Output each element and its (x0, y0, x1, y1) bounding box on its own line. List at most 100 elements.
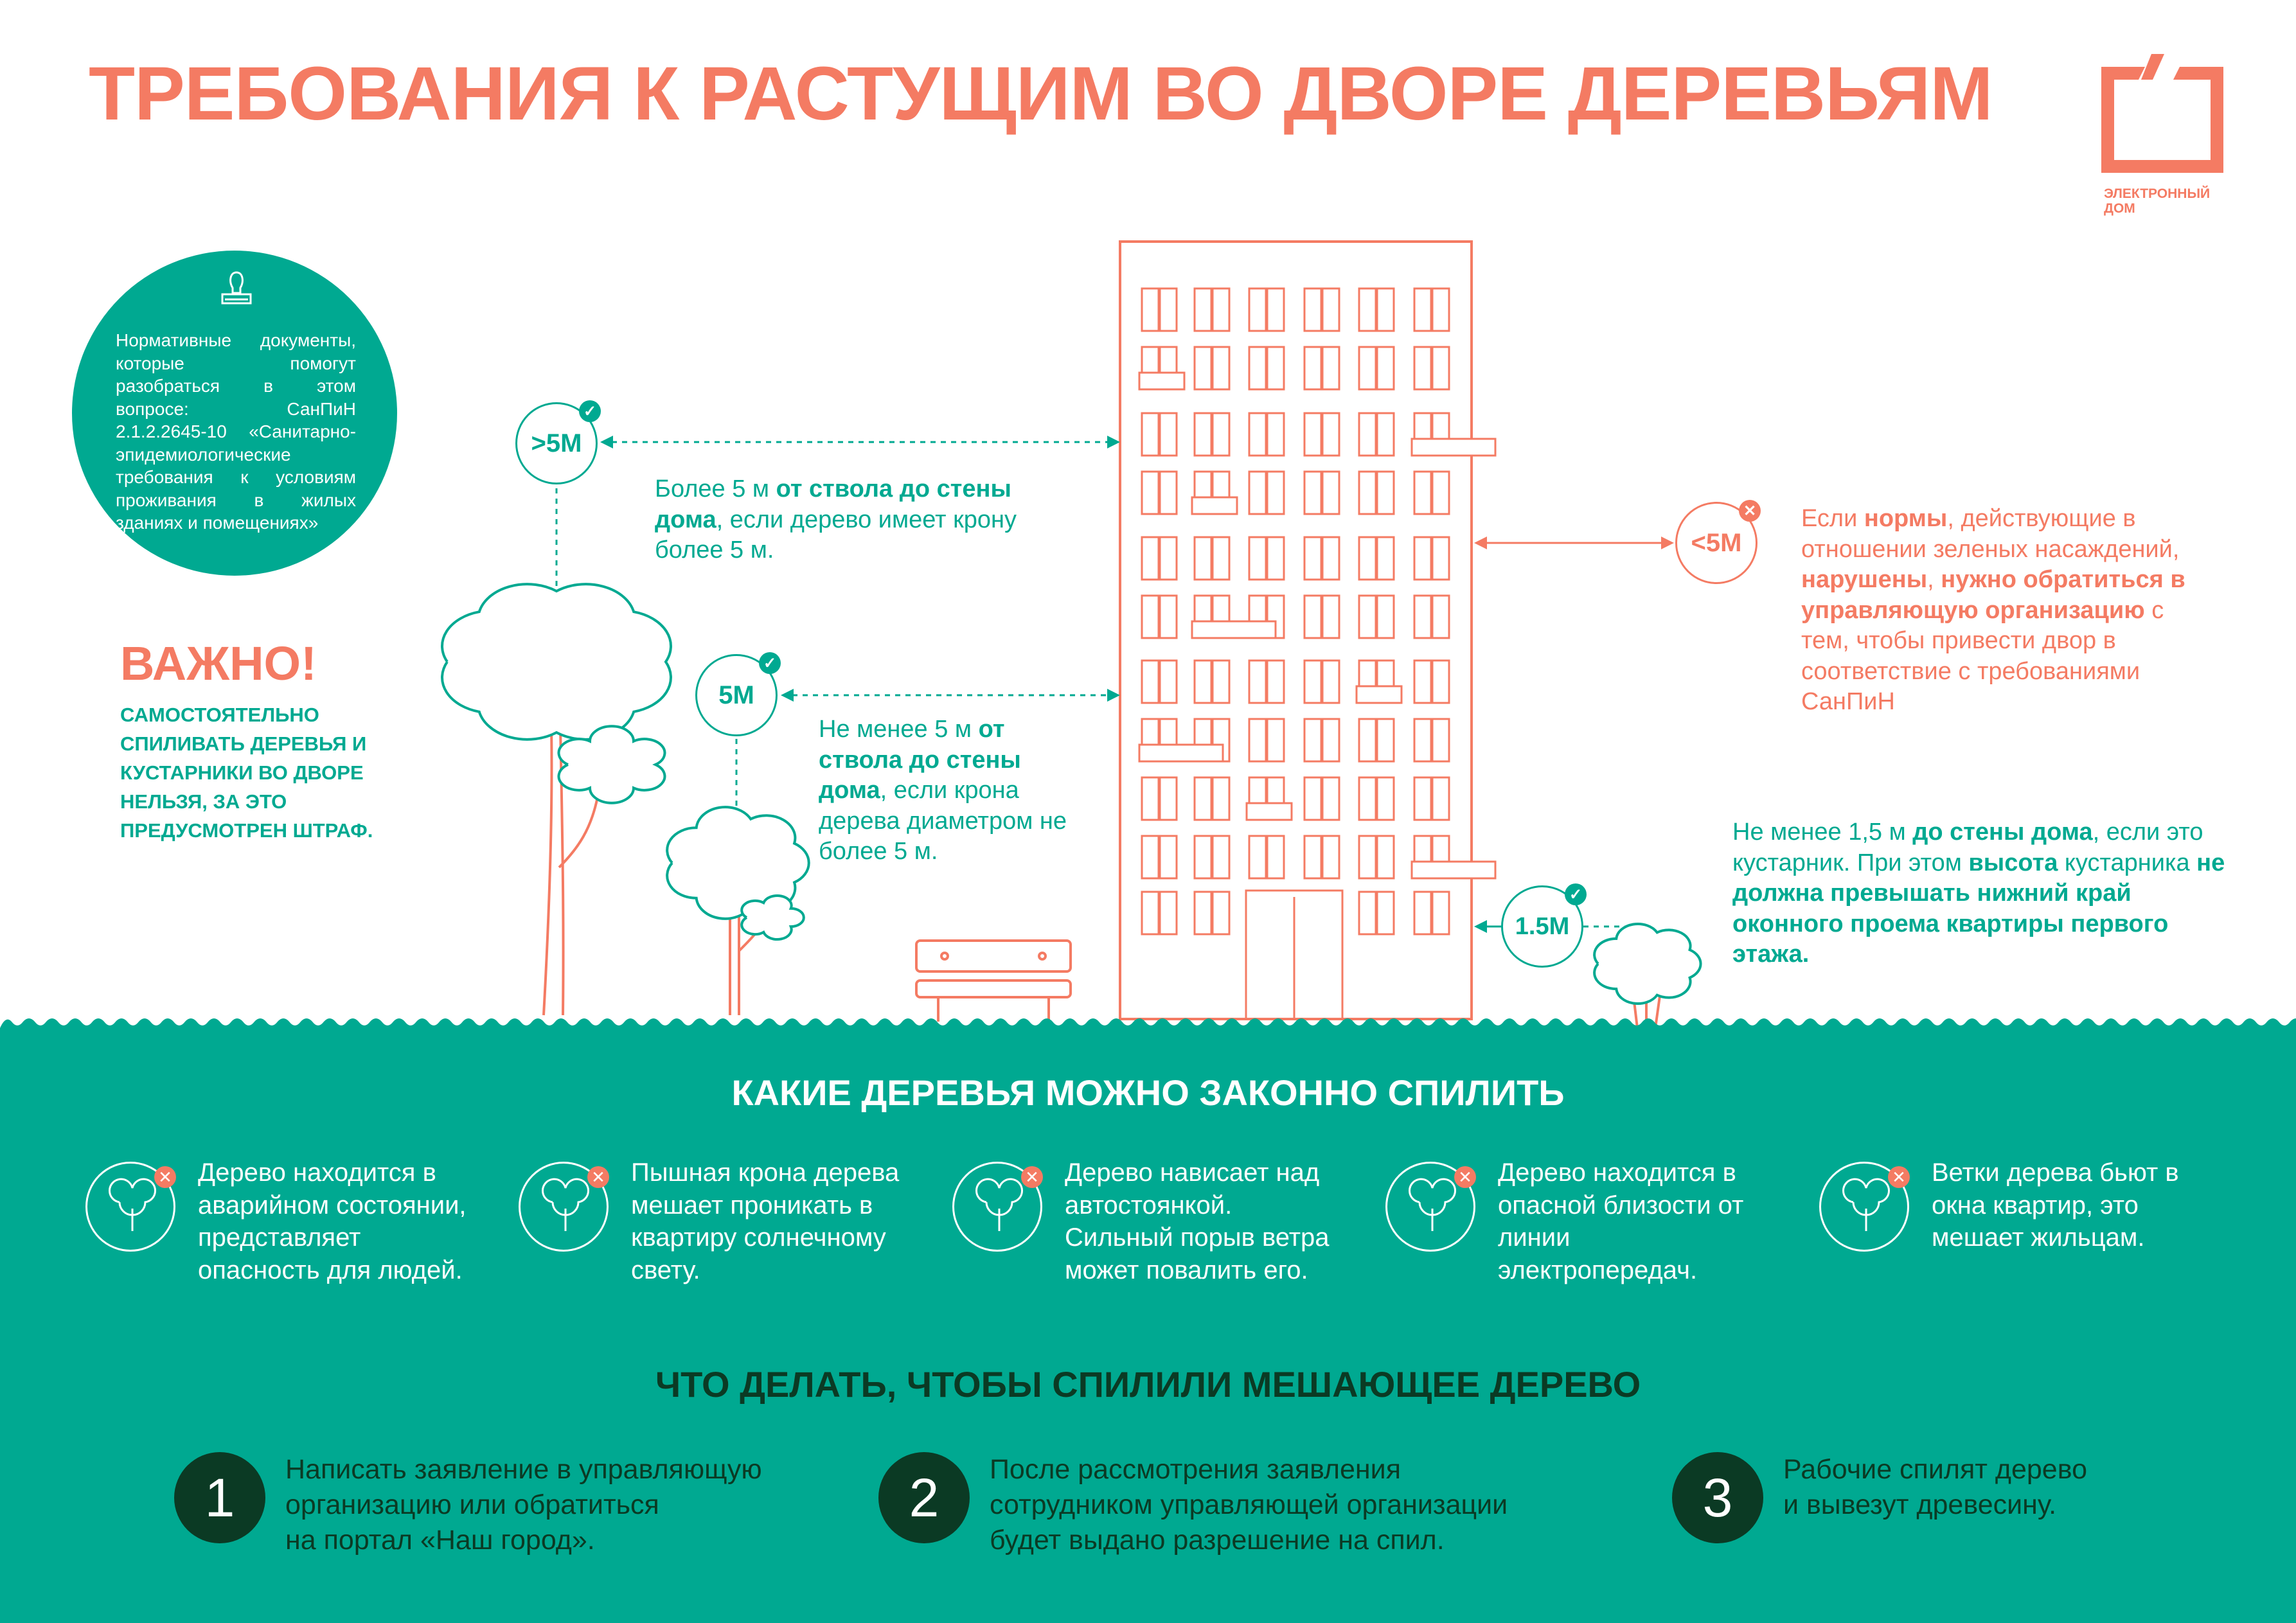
window (1248, 536, 1285, 581)
large-tree (441, 583, 672, 1016)
note-emphasis: от ствола до стены дома (655, 475, 1011, 533)
window (1303, 835, 1340, 880)
window (1413, 891, 1450, 936)
window (1303, 718, 1340, 763)
entrance-door (1245, 889, 1344, 1020)
window (1413, 718, 1450, 763)
check-icon: ✓ (579, 400, 601, 422)
broken-tree-icon: ✕ (85, 1162, 176, 1252)
window (1358, 346, 1395, 391)
reason-item: ✕ Дерево находится в аварийном состоянии… (85, 1157, 609, 1324)
distance-5m: 5M✓ (695, 652, 781, 736)
note-emphasis: нарушены (1801, 566, 1928, 593)
step-line: После рассмотрения заявления (990, 1454, 1401, 1485)
page-title: ТРЕБОВАНИЯ К РАСТУЩИМ ВО ДВОРЕ ДЕРЕВЬЯМ (89, 51, 1993, 136)
window (1193, 287, 1231, 332)
window (1303, 346, 1340, 391)
note-text: Если (1801, 505, 1864, 532)
balcony (1191, 620, 1277, 639)
note-emphasis: до стены дома (1912, 819, 2093, 846)
note-emphasis: нормы (1864, 505, 1948, 532)
electronic-house-logo (2101, 54, 2223, 173)
reason-item: ✕ Дерево нависает над автостоянкой. Силь… (952, 1157, 1476, 1324)
cross-icon: ✕ (1739, 500, 1761, 522)
window (1248, 659, 1285, 704)
step-line: на портал «Наш город». (285, 1525, 595, 1556)
note-text: Не менее 5 м (819, 716, 979, 743)
window (1303, 412, 1340, 457)
distance-label: 5M (718, 680, 754, 709)
window (1413, 659, 1450, 704)
window (1141, 659, 1178, 704)
note-emphasis: высота (1968, 849, 2058, 876)
window (1193, 891, 1231, 936)
note-text: , если крона дерева диаметром не более 5… (819, 777, 1067, 865)
tree-over-car-icon: ✕ (952, 1162, 1043, 1252)
reasons-title: КАКИЕ ДЕРЕВЬЯ МОЖНО ЗАКОННО СПИЛИТЬ (731, 1072, 1565, 1113)
distance-label: 1.5M (1515, 912, 1570, 940)
logo-text: ЭЛЕКТРОННЫЙ ДОМ (2104, 186, 2210, 216)
distance-more-5m: >5M✓ (515, 400, 601, 484)
distance-less-5m: <5M✕ (1675, 500, 1761, 584)
note-text: Более 5 м (655, 475, 776, 502)
window (1413, 536, 1450, 581)
step-number: 3 (1672, 1452, 1763, 1543)
window (1303, 594, 1340, 639)
window (1358, 776, 1395, 821)
tree-hitting-window-icon: ✕ (1819, 1162, 1910, 1252)
window (1303, 536, 1340, 581)
reason-text: Дерево нависает над автостоянкой. Сильны… (1065, 1158, 1330, 1284)
window (1358, 835, 1395, 880)
window (1413, 287, 1450, 332)
step-line: организацию или обратиться (285, 1489, 659, 1520)
step-line: Написать заявление в управляющую (285, 1454, 762, 1485)
note-text: кустарника (2058, 849, 2197, 876)
balcony (1245, 802, 1293, 821)
note-text: , (1927, 566, 1941, 593)
reason-item: ✕ Пышная крона дерева мешает проникать в… (519, 1157, 1042, 1324)
window (1248, 412, 1285, 457)
window (1141, 536, 1178, 581)
step-item: 2 После рассмотрения заявления сотрудником… (878, 1452, 1508, 1558)
distance-arrow-more-5m (600, 436, 1120, 448)
window (1413, 470, 1450, 515)
check-icon: ✓ (1565, 883, 1587, 905)
window (1303, 776, 1340, 821)
note-text: Не менее 1,5 м (1732, 819, 1913, 846)
window (1141, 594, 1178, 639)
steps-title: ЧТО ДЕЛАТЬ, ЧТОБЫ СПИЛИЛИ МЕШАЮЩЕЕ ДЕРЕВ… (655, 1364, 1641, 1405)
balcony (1191, 496, 1238, 515)
step-line: и вывезут древесину. (1783, 1489, 2057, 1520)
note-text: с тем, чтобы привести двор в соответстви… (1801, 596, 2164, 716)
stamp-icon (221, 271, 252, 305)
logo-line-2: ДОМ (2104, 201, 2135, 216)
important-title: ВАЖНО! (120, 637, 317, 690)
note-violation: Если нормы, действующие в отношении зеле… (1801, 504, 2212, 718)
note-text: , действующие в отношении зеленых насажд… (1801, 505, 2180, 563)
window (1303, 659, 1340, 704)
window (1358, 287, 1395, 332)
reason-item: ✕ Ветки дерева бьют в окна квартир, это … (1819, 1157, 2296, 1324)
step-line: сотрудником управляющей организации (990, 1489, 1508, 1520)
reason-text: Дерево находится в опасной близости от л… (1498, 1158, 1744, 1284)
window (1141, 287, 1178, 332)
note-5m: Не менее 5 м от ствола до стены дома, ес… (819, 714, 1089, 867)
balcony (1355, 685, 1403, 704)
step-number: 2 (878, 1452, 970, 1543)
window (1303, 470, 1340, 515)
step-number: 1 (174, 1452, 265, 1543)
window (1413, 346, 1450, 391)
cross-icon: ✕ (1021, 1166, 1043, 1188)
logo-line-1: ЭЛЕКТРОННЫЙ (2104, 186, 2211, 201)
tree-near-power-line-icon: ✕ (1385, 1162, 1476, 1252)
cross-icon: ✕ (1888, 1166, 1910, 1188)
window (1248, 470, 1285, 515)
balcony (1411, 860, 1497, 880)
window (1193, 412, 1231, 457)
window (1248, 718, 1285, 763)
check-icon: ✓ (759, 652, 781, 674)
distance-1-5m: 1.5M ✓ (1501, 883, 1587, 968)
step-text: Написать заявление в управляющую организа… (285, 1452, 762, 1558)
